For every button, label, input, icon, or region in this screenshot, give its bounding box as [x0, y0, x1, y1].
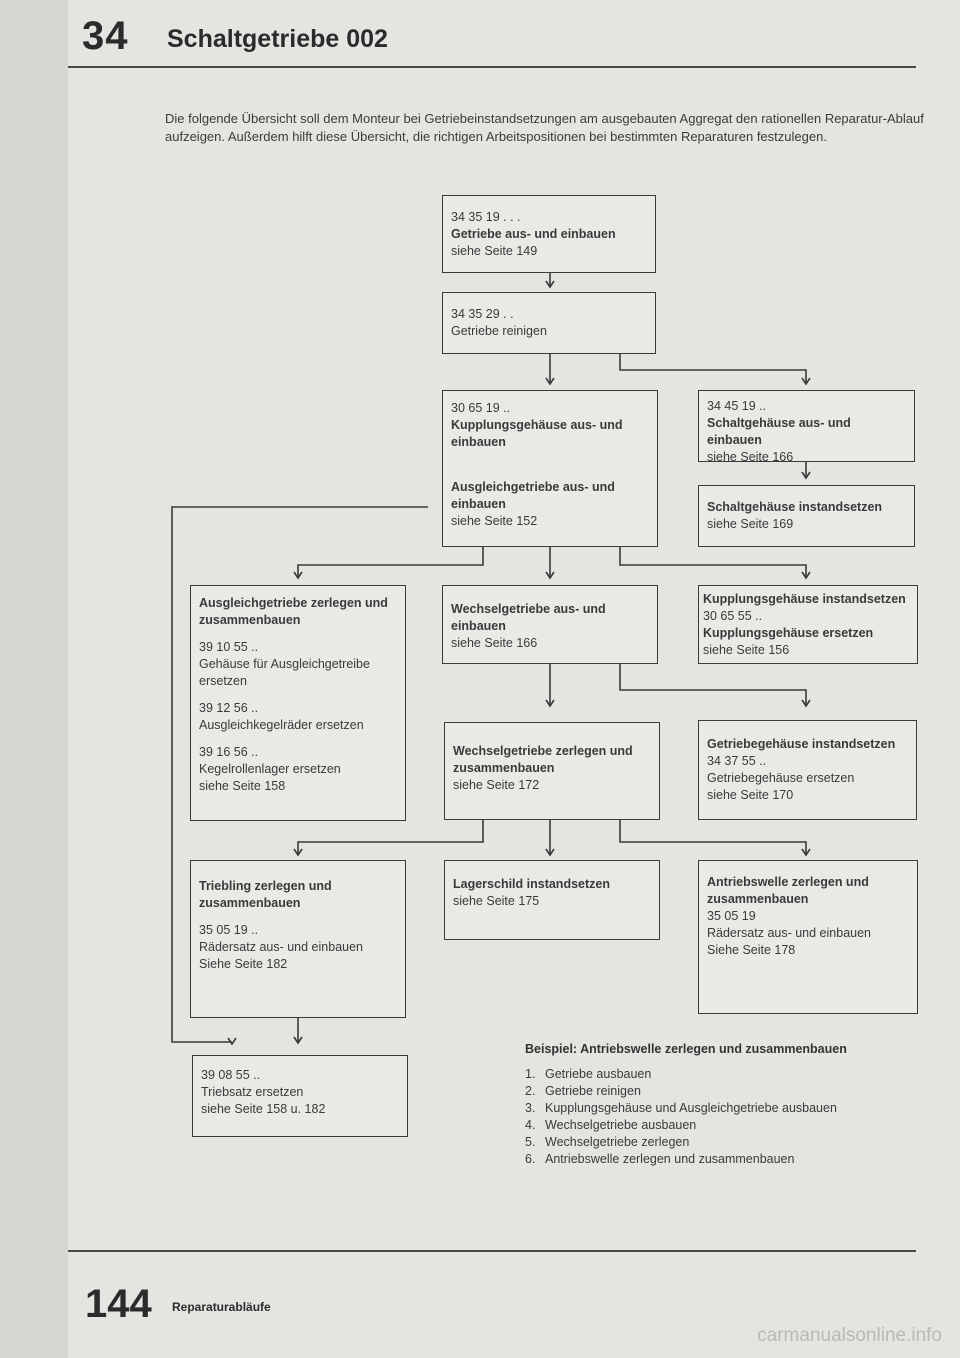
footer-section-label: Reparaturabläufe [172, 1300, 271, 1314]
step-text: Rädersatz aus- und einbauen [199, 940, 364, 954]
step-title: Getriebe aus- und einbauen [451, 227, 616, 241]
watermark: carmanualsonline.info [757, 1325, 942, 1346]
page-margin-shadow [0, 0, 68, 1358]
step-code: 34 35 29 . . [451, 307, 514, 321]
chapter-number: 34 [82, 14, 129, 58]
step-title: Lagerschild instandsetzen [453, 877, 610, 891]
step-title: Schaltgehäuse aus- und einbauen [707, 416, 851, 447]
step-text: Kegelrollenlager ersetzen [199, 762, 341, 776]
step-page-ref: siehe Seite 172 [453, 778, 540, 792]
header-rule [68, 66, 916, 68]
list-item: 1.Getriebe ausbauen [525, 1067, 652, 1081]
step-page-ref: Siehe Seite 178 [707, 943, 796, 957]
step-page-ref: siehe Seite 170 [707, 788, 794, 802]
step-page-ref: siehe Seite 158 [199, 779, 286, 793]
step-code: 39 12 56 .. [199, 701, 259, 715]
intro-paragraph: Die folgende Übersicht soll dem Monteur … [165, 111, 924, 144]
step-box-schaltgehaeuse-instandsetzen: Schaltgehäuse instandsetzen siehe Seite … [698, 485, 915, 547]
step-title: Schaltgehäuse instandsetzen [707, 500, 883, 514]
step-page-ref: siehe Seite 166 [707, 450, 794, 464]
step-page-ref: siehe Seite 152 [451, 514, 538, 528]
step-title: Getriebegehäuse instandsetzen [707, 737, 896, 751]
step-title: Kupplungsgehäuse instandsetzen [703, 592, 906, 606]
step-text: Ausgleichkegelräder ersetzen [199, 718, 364, 732]
step-box-lagerschild-instandsetzen: Lagerschild instandsetzen siehe Seite 17… [444, 860, 660, 940]
step-box-kupplungsgehaeuse-instandsetzen: Kupplungsgehäuse instandsetzen 30 65 55 … [698, 585, 918, 664]
step-code: 35 05 19 .. [199, 923, 259, 937]
step-box-schaltgehaeuse-ausbauen: 34 45 19 .. Schaltgehäuse aus- und einba… [698, 390, 915, 464]
step-box-triebsatz-ersetzen: 39 08 55 .. Triebsatz ersetzen siehe Sei… [192, 1055, 408, 1137]
step-title-2: Ausgleichgetriebe aus- und einbauen [451, 480, 615, 511]
step-box-antriebswelle-zerlegen: Antriebswelle zerlegen und zusammenbauen… [698, 860, 918, 1014]
step-text: Gehäuse für Ausgleichgetreibe ersetzen [199, 657, 370, 688]
step-code: 39 16 56 .. [199, 745, 259, 759]
step-code: 34 37 55 .. [707, 754, 767, 768]
step-page-ref: siehe Seite 175 [453, 894, 540, 908]
step-text: Getriebegehäuse ersetzen [707, 771, 855, 785]
step-box-wechselgetriebe-zerlegen: Wechselgetriebe zerlegen und zusammenbau… [444, 722, 660, 820]
step-text: Getriebe reinigen [451, 324, 547, 338]
step-page-ref: siehe Seite 158 u. 182 [201, 1102, 326, 1116]
list-item: 5.Wechselgetriebe zerlegen [525, 1135, 690, 1149]
step-code: 34 35 19 . . . [451, 210, 521, 224]
step-code: 35 05 19 [707, 909, 756, 923]
step-page-ref: siehe Seite 156 [703, 643, 790, 657]
step-box-getriebegehaeuse-instandsetzen: Getriebegehäuse instandsetzen 34 37 55 .… [698, 720, 917, 820]
footer-rule [68, 1250, 916, 1252]
step-code: 30 65 55 .. [703, 609, 763, 623]
step-box-triebling-zerlegen: Triebling zerlegen und zusammenbauen 35 … [190, 860, 406, 1018]
step-page-ref: siehe Seite 169 [707, 517, 794, 531]
step-title: Wechselgetriebe zerlegen und zusammenbau… [453, 744, 633, 775]
example-steps: 1.Getriebe ausbauen 2.Getriebe reinigen … [525, 1066, 837, 1168]
step-box-kupplungsgehaeuse-ausbauen: 30 65 19 .. Kupplungsgehäuse aus- und ei… [442, 390, 658, 547]
step-box-getriebe-ausbauen: 34 35 19 . . . Getriebe aus- und einbaue… [442, 195, 656, 273]
step-title: Kupplungsgehäuse aus- und einbauen [451, 418, 623, 449]
step-page-ref: siehe Seite 149 [451, 244, 538, 258]
list-item: 4.Wechselgetriebe ausbauen [525, 1118, 697, 1132]
chapter-title: Schaltgetriebe 002 [167, 25, 388, 53]
step-text: Rädersatz aus- und einbauen [707, 926, 872, 940]
step-code: 30 65 19 .. [451, 401, 511, 415]
step-title-2: Kupplungsgehäuse ersetzen [703, 626, 874, 640]
list-item: 2.Getriebe reinigen [525, 1084, 641, 1098]
list-item: 3.Kupplungsgehäuse und Ausgleichgetriebe… [525, 1101, 837, 1115]
step-box-wechselgetriebe-ausbauen: Wechselgetriebe aus- und einbauen siehe … [442, 585, 658, 664]
step-title: Ausgleichgetriebe zerlegen und zusammenb… [199, 596, 388, 627]
step-title: Antriebswelle zerlegen und zusammenbauen [707, 875, 869, 906]
step-page-ref: siehe Seite 166 [451, 636, 538, 650]
step-code: 34 45 19 .. [707, 399, 767, 413]
step-page-ref: Siehe Seite 182 [199, 957, 288, 971]
step-code: 39 10 55 .. [199, 640, 259, 654]
step-title: Wechselgetriebe aus- und einbauen [451, 602, 606, 633]
step-box-getriebe-reinigen: 34 35 29 . . Getriebe reinigen [442, 292, 656, 354]
example-title: Beispiel: Antriebswelle zerlegen und zus… [525, 1042, 847, 1056]
step-text: Triebsatz ersetzen [201, 1085, 304, 1099]
list-item: 6.Antriebswelle zerlegen und zusammenbau… [525, 1152, 795, 1166]
step-code: 39 08 55 .. [201, 1068, 261, 1082]
page-number: 144 [85, 1282, 152, 1326]
step-title: Triebling zerlegen und zusammenbauen [199, 879, 332, 910]
step-box-ausgleichgetriebe-zerlegen: Ausgleichgetriebe zerlegen und zusammenb… [190, 585, 406, 821]
